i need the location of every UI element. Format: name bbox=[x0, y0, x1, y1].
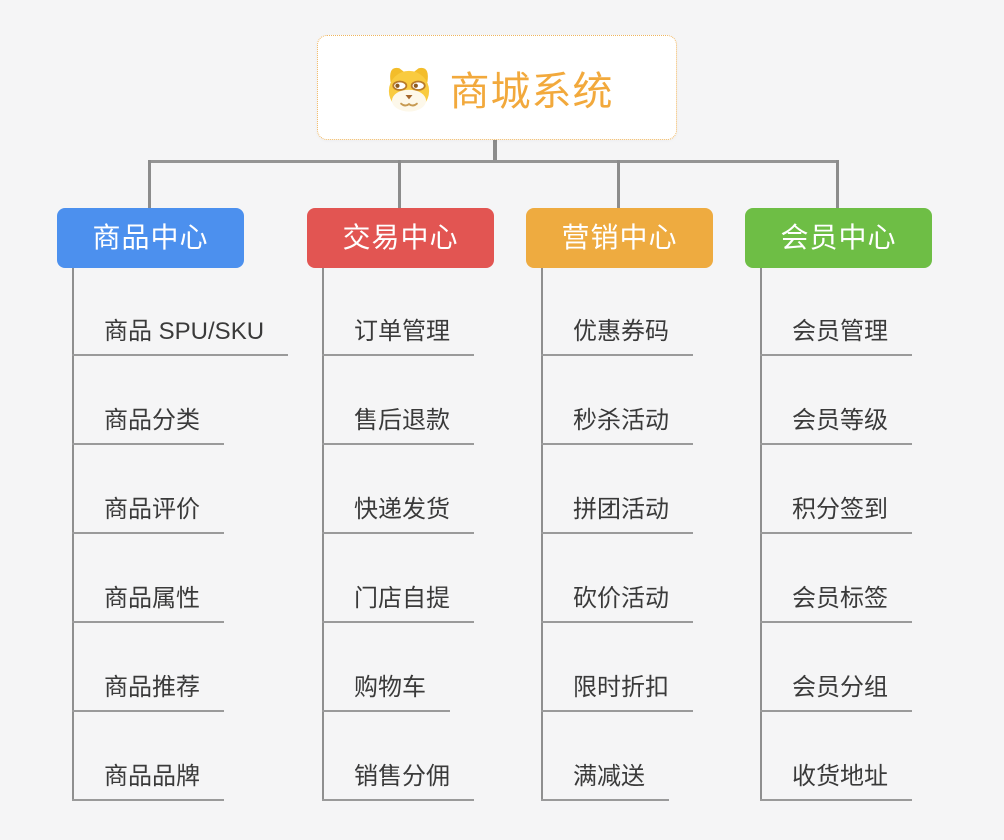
connector-branch-stem bbox=[836, 160, 839, 211]
leaf-node[interactable]: 门店自提 bbox=[322, 585, 474, 623]
leaf-node[interactable]: 商品评价 bbox=[72, 496, 224, 534]
root-title: 商城系统 bbox=[449, 69, 614, 114]
root-node[interactable]: 商城系统 bbox=[317, 35, 677, 140]
leaf-node[interactable]: 会员分组 bbox=[760, 674, 912, 712]
leaf-node[interactable]: 商品 SPU/SKU bbox=[72, 318, 289, 356]
leaf-node[interactable]: 会员标签 bbox=[760, 585, 912, 623]
branch-node-product-center[interactable]: 商品中心 bbox=[57, 208, 244, 268]
leaf-node[interactable]: 商品属性 bbox=[72, 585, 224, 623]
connector-branch-stem bbox=[148, 160, 151, 211]
leaf-node[interactable]: 秒杀活动 bbox=[541, 407, 693, 445]
connector-column-trunk bbox=[760, 268, 762, 801]
leaf-node[interactable]: 积分签到 bbox=[760, 496, 912, 534]
leaf-node[interactable]: 满减送 bbox=[541, 763, 669, 801]
leaf-node[interactable]: 快递发货 bbox=[322, 496, 474, 534]
leaf-node[interactable]: 限时折扣 bbox=[541, 674, 693, 712]
leaf-node[interactable]: 商品推荐 bbox=[72, 674, 224, 712]
leaf-node[interactable]: 会员管理 bbox=[760, 318, 912, 356]
branch-node-trade-center[interactable]: 交易中心 bbox=[307, 208, 494, 268]
branch-node-marketing-center[interactable]: 营销中心 bbox=[526, 208, 713, 268]
connector-root-stem bbox=[493, 139, 497, 163]
connector-column-trunk bbox=[541, 268, 543, 801]
leaf-node[interactable]: 砍价活动 bbox=[541, 585, 693, 623]
leaf-node[interactable]: 售后退款 bbox=[322, 407, 474, 445]
connector-column-trunk bbox=[322, 268, 324, 801]
connector-branch-stem bbox=[398, 160, 401, 211]
leaf-node[interactable]: 优惠券码 bbox=[541, 318, 693, 356]
leaf-node[interactable]: 商品分类 bbox=[72, 407, 224, 445]
leaf-node[interactable]: 销售分佣 bbox=[322, 763, 474, 801]
shiba-dog-face-icon bbox=[388, 67, 429, 112]
connector-branch-stem bbox=[617, 160, 620, 211]
leaf-node[interactable]: 购物车 bbox=[322, 674, 450, 712]
connector-branch-bus bbox=[148, 160, 839, 163]
branch-node-member-center[interactable]: 会员中心 bbox=[745, 208, 932, 268]
connector-column-trunk bbox=[72, 268, 74, 801]
leaf-node[interactable]: 会员等级 bbox=[760, 407, 912, 445]
leaf-node[interactable]: 收货地址 bbox=[760, 763, 912, 801]
leaf-node[interactable]: 订单管理 bbox=[322, 318, 474, 356]
leaf-node[interactable]: 商品品牌 bbox=[72, 763, 224, 801]
leaf-node[interactable]: 拼团活动 bbox=[541, 496, 693, 534]
